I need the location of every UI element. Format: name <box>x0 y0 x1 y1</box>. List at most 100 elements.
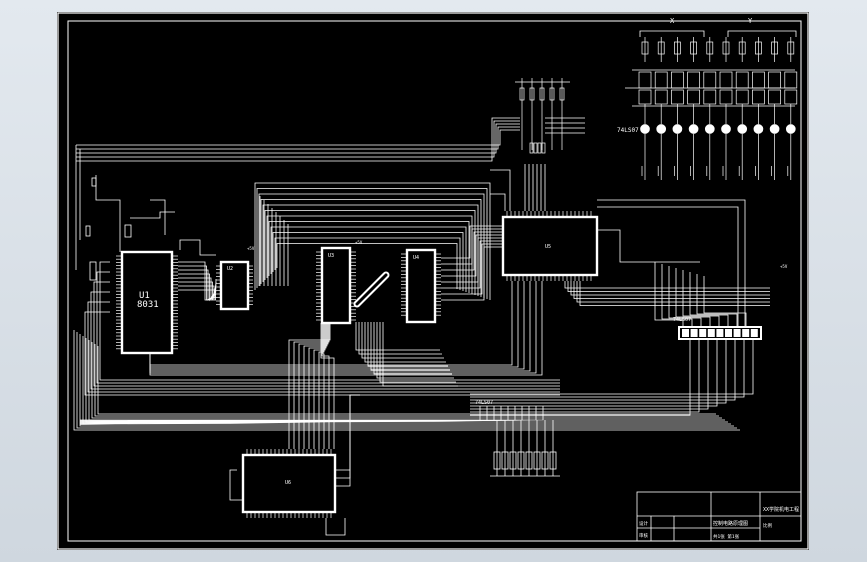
led-resistor <box>787 41 795 55</box>
wire <box>703 276 747 327</box>
wire <box>150 199 166 235</box>
wire <box>370 322 450 371</box>
crystal-component <box>353 271 390 308</box>
title-checker: 审核 <box>639 532 648 539</box>
header-resistor <box>539 87 545 101</box>
wire <box>264 210 476 295</box>
resistor <box>91 177 97 187</box>
driver-cell <box>699 329 707 337</box>
wire <box>303 323 328 449</box>
driver-cell <box>707 329 715 337</box>
header-resistor <box>533 142 538 154</box>
wire <box>76 332 737 429</box>
bank-resistor <box>517 451 525 470</box>
led-digit <box>656 124 667 134</box>
wire <box>76 120 520 158</box>
wire <box>364 322 446 363</box>
wire <box>73 330 740 431</box>
title-block <box>636 491 802 542</box>
wire <box>597 229 700 263</box>
wire <box>361 322 444 359</box>
header-resistor <box>549 87 555 101</box>
led-resistor <box>722 41 730 55</box>
wire <box>276 243 458 289</box>
wire <box>149 281 543 376</box>
wire <box>470 339 754 395</box>
wire <box>130 211 175 219</box>
wire <box>298 323 329 449</box>
wire <box>441 240 503 289</box>
driver-right: 74LS07 <box>673 317 762 340</box>
title-scale: 比例 <box>763 522 772 529</box>
vcc-label-right: +5V <box>780 264 788 269</box>
wire <box>90 291 560 390</box>
wire <box>441 225 503 259</box>
wire <box>95 175 121 252</box>
wire <box>76 126 520 150</box>
chip-u3-ref: U3 <box>328 253 334 259</box>
switch <box>89 261 97 281</box>
wire <box>293 323 330 449</box>
bank-resistor <box>541 451 549 470</box>
wire <box>573 281 770 299</box>
led-digit <box>640 124 650 134</box>
wire <box>675 268 711 327</box>
driver-cell <box>682 329 689 337</box>
wire <box>355 322 440 351</box>
led-digit <box>785 124 796 134</box>
wire <box>441 228 503 265</box>
wire <box>376 322 454 379</box>
wire <box>689 272 729 327</box>
wire <box>308 323 327 449</box>
led-resistor <box>674 41 681 55</box>
chip-u6-ref: U6 <box>285 480 291 486</box>
led-resistor <box>755 41 762 55</box>
chip-u4-ref: U4 <box>413 255 419 261</box>
wire <box>76 117 520 162</box>
wire <box>91 342 722 419</box>
wire <box>260 199 482 297</box>
wire <box>268 221 470 293</box>
capacitor <box>124 224 132 238</box>
wire <box>321 323 330 449</box>
vcc-label-u3: +5V <box>355 240 363 245</box>
wire <box>579 281 770 306</box>
wire <box>178 281 217 301</box>
bracket-x-label: X <box>670 17 675 25</box>
wire <box>79 334 734 427</box>
inner-border <box>67 20 802 542</box>
bank-resistor <box>549 451 557 470</box>
wire <box>470 339 709 410</box>
led-digit <box>769 124 780 134</box>
wire <box>490 169 511 211</box>
wire <box>96 271 560 384</box>
bracket-x <box>639 30 705 37</box>
wire <box>470 339 718 407</box>
driver-bottom-label: 74LS07 <box>475 400 493 406</box>
wire <box>358 322 442 355</box>
wire <box>696 274 738 327</box>
chip-u1-part: 8031 <box>137 300 159 310</box>
wire <box>76 123 520 154</box>
wire <box>470 339 700 413</box>
wire <box>682 270 720 327</box>
bank-resistor <box>493 451 501 470</box>
led-resistor <box>706 41 714 55</box>
wire <box>654 262 684 327</box>
wire <box>270 226 467 292</box>
led-resistor <box>738 41 746 55</box>
led-resistor <box>771 41 778 55</box>
wire <box>318 323 325 449</box>
wire <box>79 406 544 425</box>
driver-cell <box>742 329 750 337</box>
wire <box>93 281 560 387</box>
wire <box>382 322 458 387</box>
driver-cell <box>725 329 732 337</box>
led-driver-array <box>625 37 798 180</box>
driver-cell <box>750 329 758 337</box>
wire <box>379 322 456 383</box>
led-digit <box>672 124 683 134</box>
chip-u3: U3 <box>320 246 352 325</box>
header-resistor <box>559 87 565 101</box>
